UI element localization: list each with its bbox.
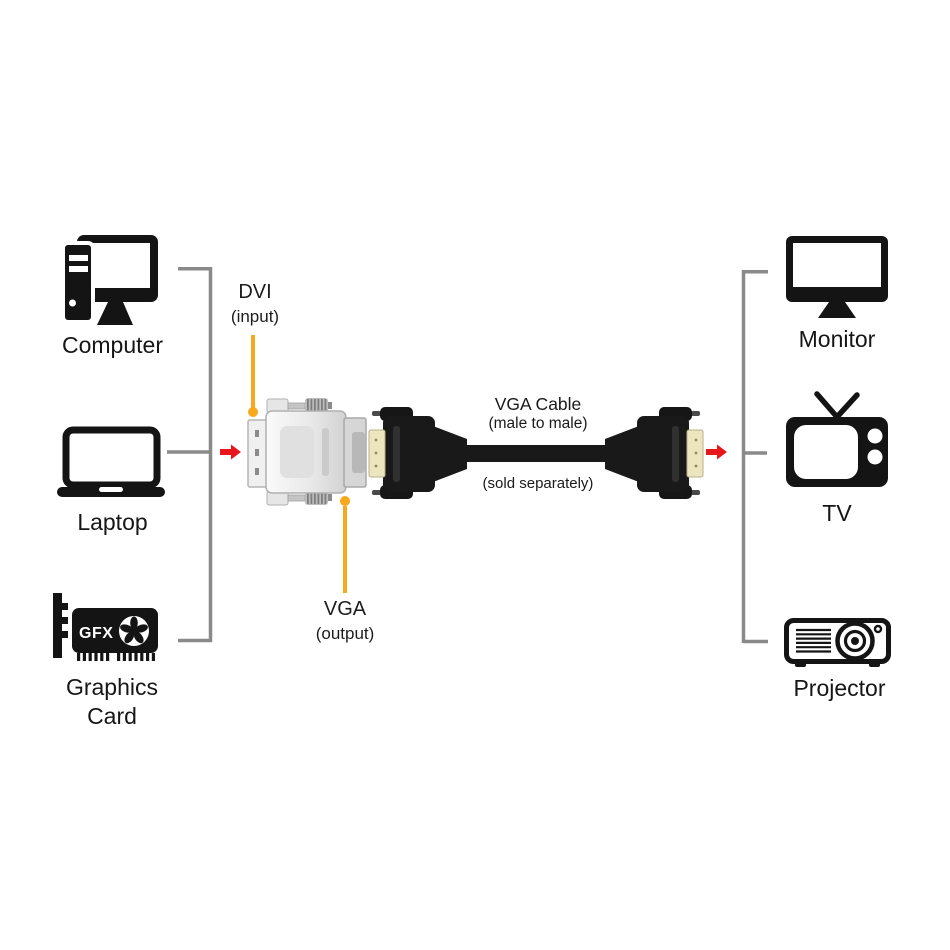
laptop-icon: [57, 426, 165, 497]
graphics-card-icon: GFX: [53, 593, 158, 661]
tv-label: TV: [822, 500, 852, 526]
gpu-chip-text: GFX: [79, 625, 113, 642]
left-bracket: [167, 267, 213, 643]
vga-cable-availability: (sold separately): [482, 475, 594, 492]
dvi-vga-adapter-image: [247, 398, 367, 506]
red-arrow-right: [706, 444, 727, 460]
dvi-input-annotation: DVI (input): [195, 279, 315, 329]
projector-label: Projector: [793, 675, 886, 701]
vga-cable-image: [368, 407, 704, 499]
dvi-pointer-dot: [248, 407, 258, 417]
vga-qualifier: (output): [315, 624, 375, 643]
vga-label: VGA: [323, 598, 367, 620]
laptop-label: Laptop: [77, 509, 148, 535]
vga-pointer-line: [343, 506, 347, 593]
computer-label: Computer: [62, 332, 163, 358]
tv-icon: [786, 391, 888, 487]
dvi-qualifier: (input): [230, 307, 280, 326]
right-bracket: [741, 270, 768, 644]
vga-output-annotation: VGA (output): [285, 596, 405, 646]
vga-cable-type: (male to male): [488, 415, 588, 432]
dvi-label: DVI: [238, 281, 272, 303]
dvi-pointer-line: [251, 335, 255, 409]
monitor-label: Monitor: [798, 326, 876, 352]
monitor-icon: [786, 236, 888, 318]
vga-cable-title: VGA Cable: [494, 394, 582, 414]
projector-icon: [784, 618, 891, 667]
computer-icon: [62, 235, 158, 325]
red-arrow-left: [220, 444, 241, 460]
vga-pointer-dot: [340, 496, 350, 506]
graphics-card-label: Graphics Card: [65, 674, 159, 729]
